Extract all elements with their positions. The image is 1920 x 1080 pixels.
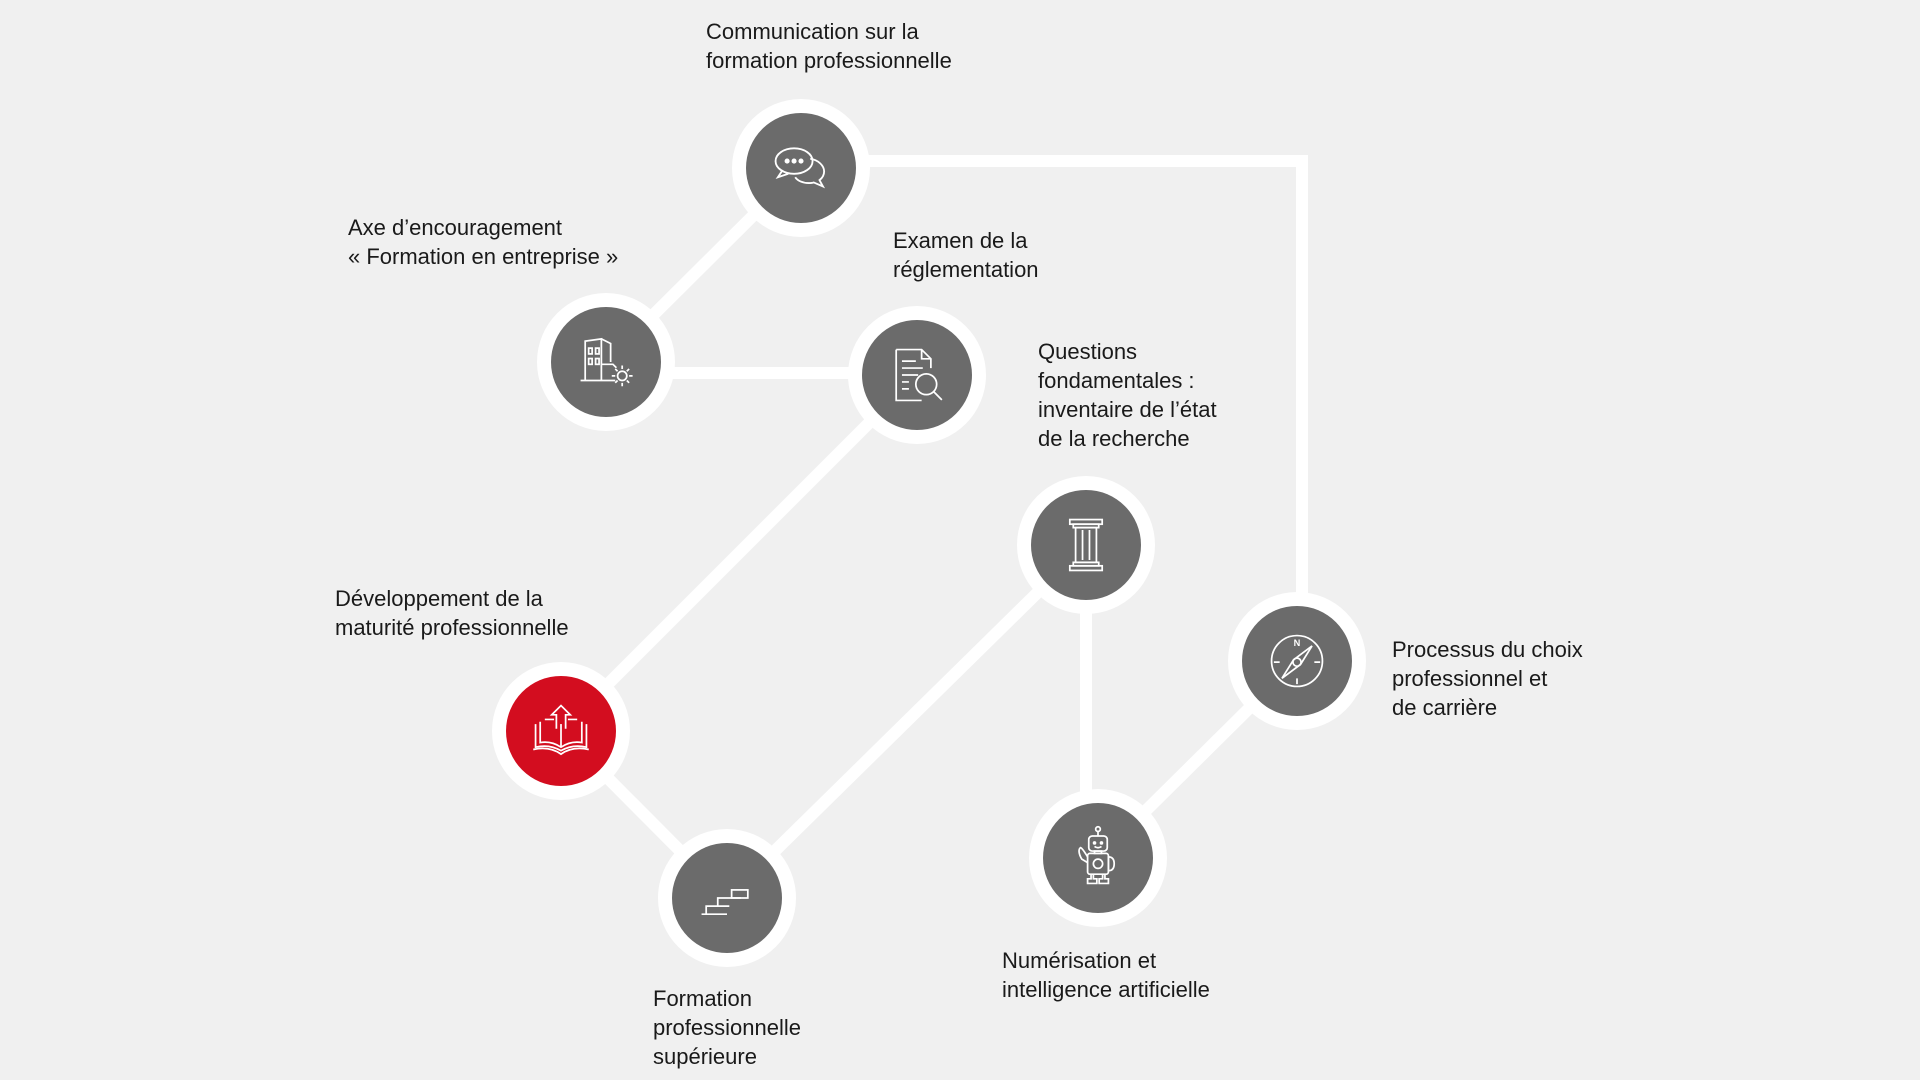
label-encouragement: Axe d’encouragement « Formation en entre… xyxy=(348,215,619,269)
node-communication[interactable] xyxy=(732,99,870,237)
label-questions: Questions fondamentales : inventaire de … xyxy=(1038,339,1217,451)
node-encouragement[interactable] xyxy=(537,293,675,431)
compass-icon: N xyxy=(1270,634,1324,688)
document-search-icon xyxy=(895,348,943,402)
robot-icon xyxy=(1078,825,1116,885)
label-reglementation: Examen de la réglementation xyxy=(893,228,1039,282)
node-superieure[interactable] xyxy=(658,829,796,967)
label-numerisation: Numérisation et intelligence artificiell… xyxy=(1002,948,1210,1002)
label-superieure: Formation professionnelle supérieure xyxy=(653,986,801,1069)
pillar-icon xyxy=(1068,518,1104,572)
node-questions[interactable] xyxy=(1017,476,1155,614)
label-maturite: Développement de la maturité professionn… xyxy=(335,586,569,640)
chat-bubbles-icon xyxy=(774,147,826,189)
label-communication: Communication sur la formation professio… xyxy=(706,19,952,73)
node-maturite[interactable] xyxy=(492,662,630,800)
node-numerisation[interactable] xyxy=(1029,789,1167,927)
svg-text:N: N xyxy=(1294,638,1301,648)
stairs-icon xyxy=(701,889,749,916)
building-gear-icon xyxy=(580,337,633,387)
node-choix[interactable]: N xyxy=(1228,592,1366,730)
label-choix: Processus du choix professionnel et de c… xyxy=(1392,637,1583,720)
book-upload-icon xyxy=(533,704,589,756)
node-reglementation[interactable] xyxy=(848,306,986,444)
